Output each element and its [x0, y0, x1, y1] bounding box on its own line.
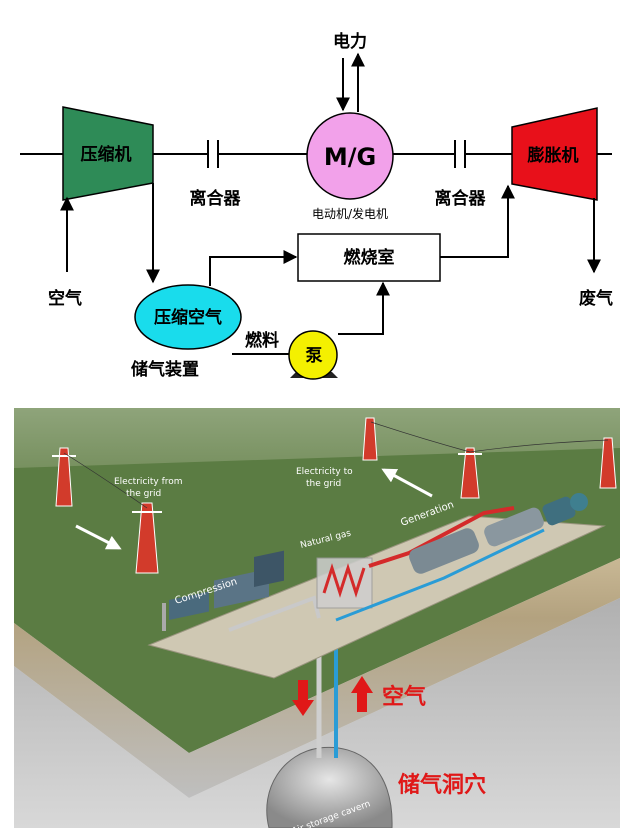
grid-out-arrow [381, 468, 433, 498]
motor-generator-caption: 电动机/发电机 [312, 206, 388, 221]
air-label: 空气 [382, 684, 426, 710]
fuel-pump: 泵 [288, 330, 338, 380]
storage-label: 压缩空气 [154, 307, 222, 328]
power-label: 电力 [333, 31, 367, 52]
electricity-from-grid-label: Electricity from the grid [114, 477, 183, 499]
electricity-to-grid-line-2: the grid [306, 479, 341, 489]
clutch-right-label: 离合器 [435, 188, 487, 209]
blue-pipe [335, 528, 545, 622]
compression-equipment [162, 550, 284, 631]
fuel-line: 燃料 [232, 330, 292, 355]
clutch-left-label: 离合器 [190, 188, 242, 209]
electricity-to-grid-line-1: Electricity to [296, 467, 353, 477]
caes-illustration: Air storage cavern 空气 储气洞穴 [14, 408, 620, 828]
combustor-to-expander-line [440, 184, 515, 258]
pylon-right-2 [599, 437, 617, 489]
pump-label: 泵 [306, 346, 323, 366]
exhaust: 废气 [579, 198, 613, 309]
compression-pipe [228, 595, 321, 632]
electricity-from-grid-line-1: Electricity from [114, 477, 183, 487]
pylon-right-1 [458, 447, 482, 499]
clutch-left: 离合器 [190, 140, 242, 209]
power-arrows: 电力 [333, 31, 367, 112]
cavern-label: 储气洞穴 [398, 772, 486, 798]
caes-schematic: 压缩机 离合器 M/G 电动机/发电机 电力 离合器 膨胀机 空气 废气 [20, 31, 613, 380]
air-up-arrow [351, 676, 373, 712]
compressor: 压缩机 [62, 106, 154, 201]
pylon-center [362, 417, 378, 461]
pump-to-combustor-line [338, 281, 390, 335]
pylon-left-near [132, 502, 162, 574]
motor-generator-label: M/G [324, 143, 376, 171]
combustor-label: 燃烧室 [344, 247, 395, 268]
fuel-label: 燃料 [245, 330, 279, 351]
storage-caption: 储气装置 [131, 359, 199, 380]
clutch-right: 离合器 [435, 140, 487, 209]
air-storage: 压缩空气 储气装置 [131, 284, 242, 380]
generation-turbines [409, 493, 588, 574]
exhaust-label: 废气 [579, 288, 613, 309]
grid-in-arrow [75, 524, 122, 550]
soil-layers [14, 558, 620, 798]
air-storage-cavern: Air storage cavern [266, 746, 393, 828]
compressor-label: 压缩机 [81, 144, 132, 165]
air-in-label: 空气 [48, 288, 82, 309]
air-inlet: 空气 [48, 196, 82, 309]
hot-gas-pipe [368, 506, 515, 568]
pylon-left-far [52, 447, 76, 507]
electricity-from-grid-line-2: the grid [126, 489, 161, 499]
motor-generator: M/G 电动机/发电机 [306, 112, 394, 221]
expander: 膨胀机 [511, 107, 598, 201]
air-down-arrow [292, 680, 314, 716]
combustor: 燃烧室 [297, 233, 441, 282]
electricity-to-grid-label: Electricity to the grid [296, 467, 353, 489]
expander-label: 膨胀机 [528, 145, 579, 166]
power-lines [63, 421, 609, 509]
storage-to-combustor-line [209, 250, 298, 286]
heat-exchanger [316, 557, 373, 609]
